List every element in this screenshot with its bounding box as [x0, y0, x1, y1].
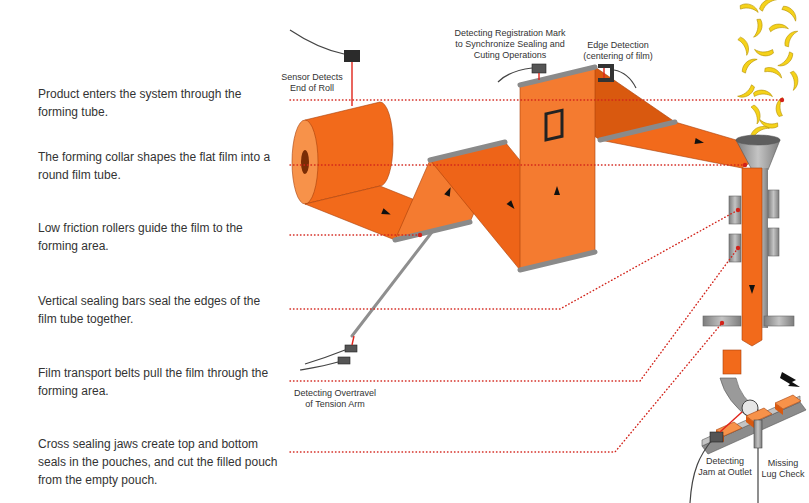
sensor-callout: Sensor Detects End of Roll — [277, 72, 347, 94]
film-tube — [742, 168, 762, 346]
edge-sensor — [598, 64, 614, 82]
roller — [430, 142, 505, 160]
filled-pouch — [723, 350, 741, 374]
flow-arrow — [381, 208, 392, 217]
leader-line — [290, 248, 738, 381]
roller — [395, 222, 470, 240]
registration-sensor — [532, 64, 546, 73]
banana — [751, 105, 760, 124]
description-text: The forming collar shapes the flat film … — [38, 148, 278, 184]
sensor-cable — [757, 448, 758, 503]
flow-arrow — [695, 138, 705, 146]
flow-arrow — [749, 285, 755, 294]
leader-dot — [780, 98, 784, 102]
transport-belt — [768, 228, 779, 256]
lug-check-sensor — [754, 420, 762, 448]
banana — [748, 18, 765, 39]
conveyor — [702, 402, 806, 454]
leader-dot — [418, 233, 422, 237]
banana — [736, 84, 757, 99]
leader-line — [290, 164, 745, 165]
description-text: Low friction rollers guide the film to t… — [38, 219, 278, 255]
vertical-sealing-bar — [729, 196, 741, 224]
leader-dot — [743, 163, 747, 167]
collar-opening — [736, 135, 780, 145]
overtravel-sensor — [345, 345, 357, 352]
description-text: Film transport belts pull the film throu… — [38, 364, 278, 400]
leader-dots — [418, 98, 784, 325]
roller — [520, 67, 595, 85]
banana — [775, 51, 796, 68]
banana — [773, 97, 788, 118]
roll-core — [301, 150, 309, 174]
roller — [600, 122, 675, 140]
cross-sealing-jaw — [703, 316, 741, 326]
conveyor-arrow — [780, 372, 800, 387]
leader-line — [290, 210, 738, 309]
leader-dot — [720, 321, 724, 325]
transport-belt — [729, 234, 741, 262]
end-of-roll-sensor — [344, 50, 360, 62]
pouch-on-belt — [775, 403, 783, 415]
sensor-cable — [614, 70, 636, 88]
registration-mark — [546, 110, 562, 140]
sensor-cable — [290, 30, 344, 54]
banana — [787, 71, 799, 91]
description-text: Product enters the system through the fo… — [38, 85, 278, 121]
jam-sensor — [710, 432, 723, 442]
leader-line — [290, 99, 782, 100]
banana — [754, 44, 775, 59]
banana — [781, 29, 801, 48]
sensor-beam — [351, 62, 352, 106]
banana — [769, 22, 789, 34]
sensor-beam — [538, 73, 539, 80]
leader-dot — [736, 208, 740, 212]
description-text: Vertical sealing bars seal the edges of … — [38, 292, 278, 328]
leader-dot — [736, 246, 740, 250]
flow-arrow — [507, 200, 517, 211]
sensor-beam — [352, 336, 354, 345]
leader-line — [290, 323, 722, 452]
leader-lines — [290, 100, 782, 452]
banana — [737, 36, 749, 56]
sensor-callout: Detecting Overtravel of Tension Arm — [291, 388, 379, 410]
product-pile — [736, 0, 802, 138]
sensor-callout: Detecting Registration Mark to Synchroni… — [453, 28, 567, 61]
banana — [763, 64, 783, 83]
sensor-callout: Detecting Jam at Outlet — [697, 456, 753, 478]
overtravel-sensor — [338, 357, 350, 364]
sensor-beam — [720, 412, 742, 432]
leader-line — [290, 234, 420, 235]
cross-sealing-jaw — [764, 316, 794, 326]
conveyor-belt — [702, 396, 800, 446]
roll-end — [292, 120, 318, 204]
pouch-on-belt — [746, 416, 754, 428]
tension-arm — [352, 232, 432, 336]
vertical-sealing-bar — [768, 190, 779, 218]
banana — [781, 3, 798, 24]
sensor-callout: Edge Detection (centering of film) — [580, 40, 656, 62]
flow-arrow — [554, 186, 560, 195]
sensor-cable — [498, 68, 532, 82]
flow-arrow — [444, 186, 453, 197]
roller — [520, 252, 595, 270]
description-text: Cross sealing jaws create top and bottom… — [38, 435, 278, 489]
banana — [739, 57, 760, 74]
sensor-beam — [603, 68, 604, 78]
sensor-callout: Missing Lug Check — [760, 458, 806, 480]
banana — [757, 0, 778, 12]
film-web — [520, 67, 595, 270]
banana — [739, 0, 760, 17]
